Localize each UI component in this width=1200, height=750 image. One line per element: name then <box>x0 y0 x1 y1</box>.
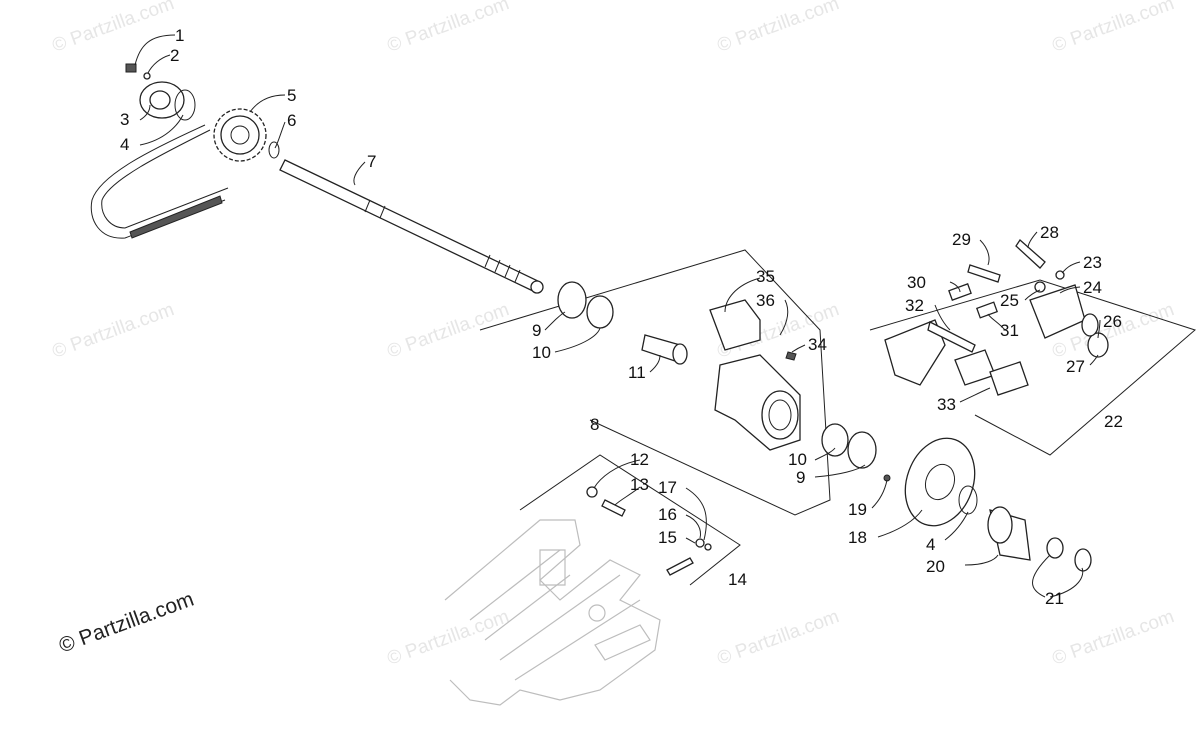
callout-21: 21 <box>1045 589 1064 608</box>
brake-pads-33 <box>954 349 1029 396</box>
watermark: © Partzilla.com <box>715 606 842 670</box>
callout-4: 4 <box>120 135 129 154</box>
callout-12: 12 <box>630 450 649 469</box>
callout-28: 28 <box>1040 223 1059 242</box>
caliper <box>948 239 1109 358</box>
callout-29: 29 <box>952 230 971 249</box>
callout-10b: 10 <box>788 450 807 469</box>
hub-3 <box>125 63 196 121</box>
watermark: © Partzilla.com <box>385 0 512 57</box>
group-bracket-22 <box>869 279 1197 456</box>
watermark: © Partzilla.com <box>50 0 177 57</box>
callout-23: 23 <box>1083 253 1102 272</box>
callout-3: 3 <box>120 110 129 129</box>
callout-19: 19 <box>848 500 867 519</box>
callout-22: 22 <box>1104 412 1123 431</box>
callout-18: 18 <box>848 528 867 547</box>
callout-7: 7 <box>367 152 376 171</box>
watermark: © Partzilla.com <box>385 299 512 363</box>
callout-32: 32 <box>905 296 924 315</box>
callout-27: 27 <box>1066 357 1085 376</box>
callout-24: 24 <box>1083 278 1102 297</box>
sprocket-5 <box>213 108 280 162</box>
callout-9b: 9 <box>796 468 805 487</box>
callout-4b: 4 <box>926 535 935 554</box>
watermark: © Partzilla.com <box>385 606 512 670</box>
callout-20: 20 <box>926 557 945 576</box>
callout-10: 10 <box>532 343 551 362</box>
callout-5: 5 <box>287 86 296 105</box>
group-bracket-8 <box>479 249 831 516</box>
callout-labels: 1 2 3 4 5 6 7 8 9 10 11 9 10 12 13 17 16… <box>120 26 1123 608</box>
callout-26: 26 <box>1103 312 1122 331</box>
hub-20 <box>958 485 1092 572</box>
watermark: © Partzilla.com <box>1050 0 1177 57</box>
bearing-housing <box>709 299 801 451</box>
caliper-bracket-32 <box>884 319 976 386</box>
callout-34: 34 <box>808 335 827 354</box>
callout-25: 25 <box>1000 291 1019 310</box>
callout-31: 31 <box>1000 321 1019 340</box>
bearing-9-10 <box>557 281 877 469</box>
callout-8: 8 <box>590 415 599 434</box>
callout-13: 13 <box>630 475 649 494</box>
callout-15: 15 <box>658 528 677 547</box>
callout-35: 35 <box>756 267 775 286</box>
callout-30: 30 <box>907 273 926 292</box>
bolts-12-17 <box>586 486 712 576</box>
callout-14: 14 <box>728 570 747 589</box>
callout-1: 1 <box>175 26 184 45</box>
watermark: © Partzilla.com <box>715 0 842 57</box>
group-bracket-14 <box>519 454 741 586</box>
callout-36: 36 <box>756 291 775 310</box>
chain <box>90 124 229 239</box>
watermark: © Partzilla.com <box>50 299 177 363</box>
leader-lines <box>134 34 1101 598</box>
axle-7 <box>279 159 544 294</box>
callout-11: 11 <box>628 363 646 382</box>
spacer-11 <box>641 334 688 365</box>
callout-9: 9 <box>532 321 541 340</box>
frame-drawing <box>444 519 661 706</box>
callout-6: 6 <box>287 111 296 130</box>
callout-2: 2 <box>170 46 179 65</box>
callout-16: 16 <box>658 505 677 524</box>
callout-33: 33 <box>937 395 956 414</box>
watermark: © Partzilla.com <box>1050 606 1177 670</box>
brake-disc-18 <box>883 437 976 527</box>
callout-17: 17 <box>658 478 677 497</box>
